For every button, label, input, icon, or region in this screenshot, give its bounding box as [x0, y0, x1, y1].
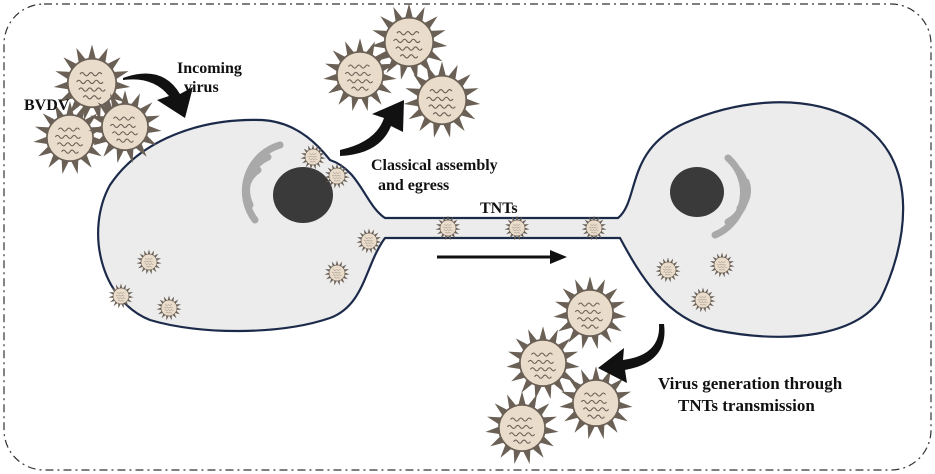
virus-particle-icon — [484, 390, 560, 466]
label-incoming-line2: virus — [184, 79, 219, 96]
label-generation-line1: Virus generation through — [658, 374, 843, 393]
straight-arrow-icon — [550, 250, 567, 264]
curved-arrow-icon — [598, 324, 665, 383]
virus-particle-icon — [505, 325, 581, 401]
diagram-frame — [3, 3, 932, 471]
cell-pair-with-tnt — [97, 101, 905, 338]
golgi-apparatus-icon — [241, 141, 284, 224]
curved-arrow-icon — [123, 73, 193, 118]
label-incoming-line1: Incoming — [177, 60, 242, 77]
label-classical-line2: and egress — [378, 177, 449, 194]
label-bvdv: BVDV — [24, 97, 70, 114]
golgi-apparatus-icon — [711, 154, 752, 239]
nucleus-icon — [670, 167, 724, 217]
label-generation-line2: TNTs transmission — [678, 396, 815, 415]
label-classical-line1: Classical assembly — [371, 157, 498, 174]
label-tnts: TNTs — [480, 200, 518, 217]
nucleus-icon — [273, 167, 333, 223]
curved-arrow-icon — [340, 100, 404, 156]
virus-particle-icon — [552, 275, 628, 351]
